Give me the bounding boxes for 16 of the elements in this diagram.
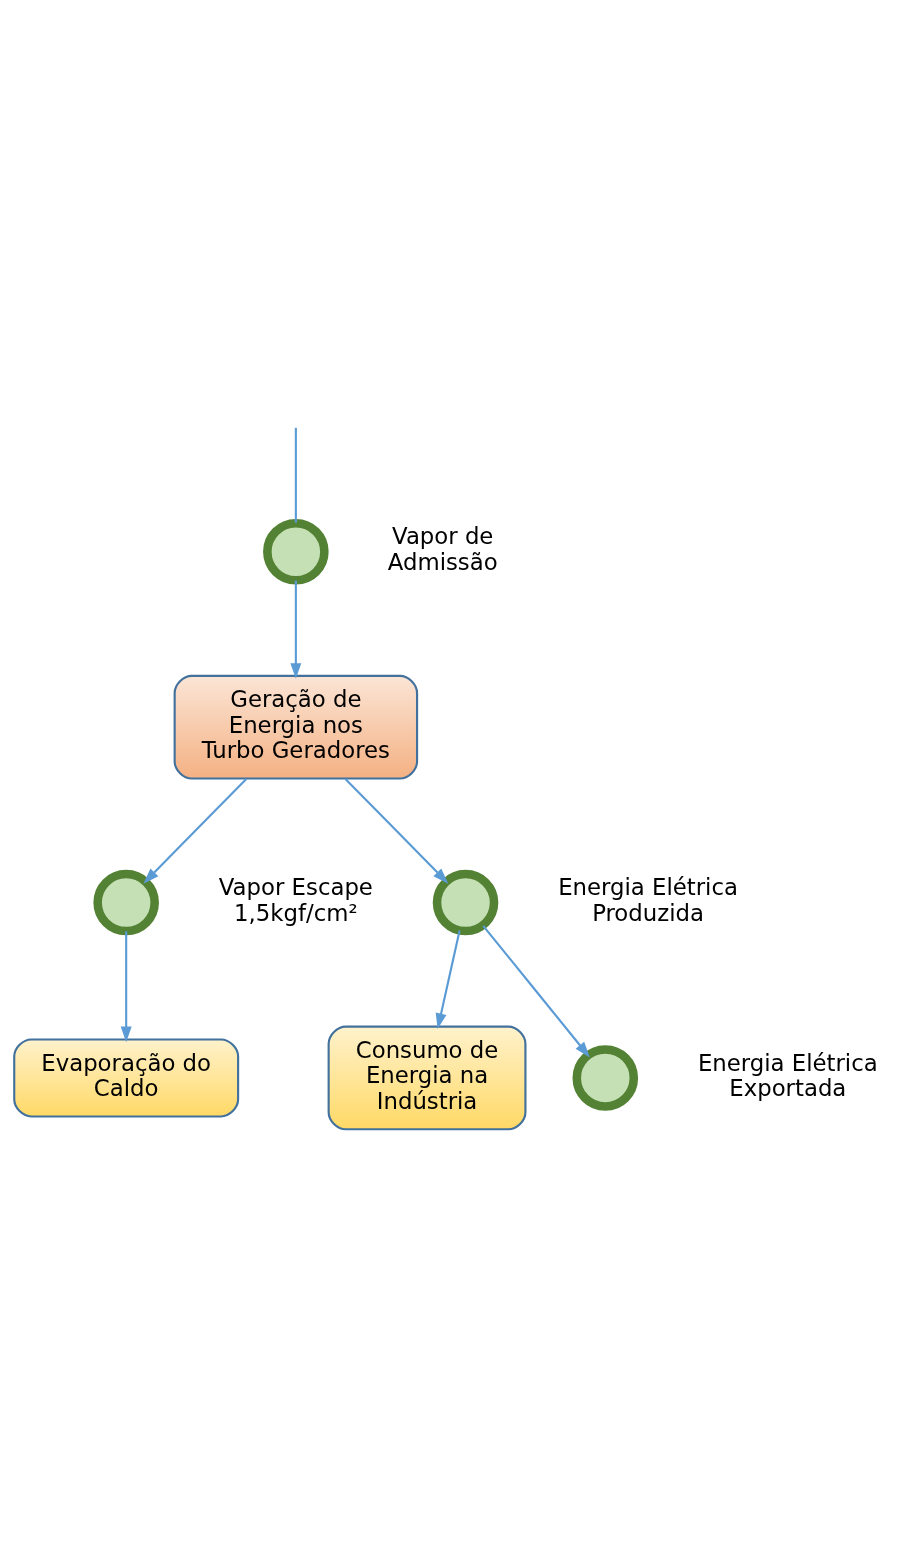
arrow [435, 930, 461, 1030]
arrow [290, 580, 302, 679]
node-box: Evaporação do Caldo [13, 1038, 240, 1118]
node-label: Vapor de Admissão [387, 523, 498, 576]
node-label: Vapor Escape 1,5kgf/cm² [218, 874, 373, 926]
arrow [143, 778, 248, 884]
arrow [482, 925, 590, 1058]
node-label: Energia Elétrica Exportada [697, 1049, 878, 1102]
node-circle [572, 1045, 639, 1111]
arrow [344, 778, 449, 884]
node-label: Energia Elétrica Produzida [558, 874, 738, 926]
arrow [120, 931, 132, 1043]
connector [294, 427, 297, 523]
node-circle [263, 519, 329, 585]
node-box: Geração de Energia nos Turbo Geradores [173, 674, 419, 780]
node-box: Consumo de Energia na Indústria [327, 1025, 527, 1131]
